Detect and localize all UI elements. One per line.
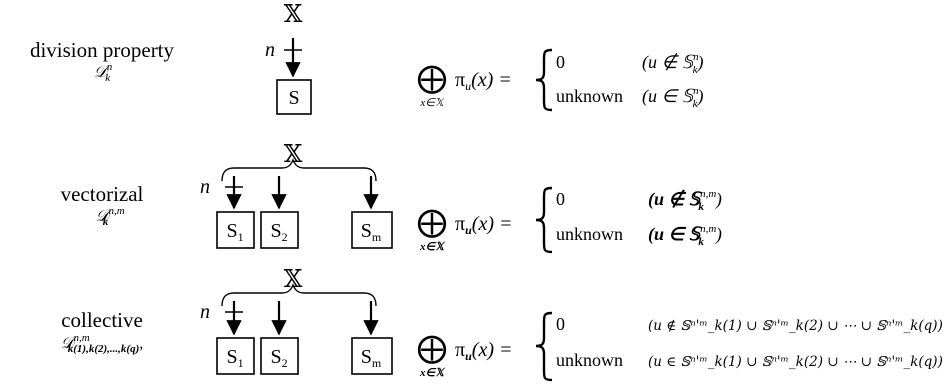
row2-brace bbox=[535, 186, 553, 254]
row2-pi: πu(x) = bbox=[455, 213, 513, 237]
row1-symbol: 𝒟nk bbox=[93, 61, 113, 84]
row3-oplus: ⨁ bbox=[417, 331, 447, 366]
row1-oplus: ⨁ bbox=[417, 61, 447, 96]
row3-box-s1 bbox=[216, 337, 255, 375]
row3-brace bbox=[535, 311, 553, 382]
row3-oplus-under: x∈𝕏 bbox=[419, 367, 446, 379]
row3-title: collective bbox=[61, 308, 143, 332]
row1-n-label: n bbox=[265, 39, 275, 61]
row3-case2-condition: (u ∈ 𝕊ⁿ'ᵐ_k(1) ∪ 𝕊ⁿ'ᵐ_k(2) ∪ ⋯ ∪ 𝕊ⁿ'ᵐ_k(… bbox=[648, 354, 943, 370]
row2-symbol: 𝒟n,mk bbox=[95, 205, 125, 228]
row2-set-label: 𝕏 bbox=[284, 140, 303, 168]
row2-overbrace bbox=[221, 158, 377, 182]
row2-case2-value: unknown bbox=[556, 224, 623, 244]
row1-set-label: 𝕏 bbox=[284, 0, 303, 28]
row1-brace bbox=[535, 48, 553, 112]
row2-n-label: n bbox=[200, 176, 210, 198]
row3-case1-condition: (u ∉ 𝕊ⁿ'ᵐ_k(1) ∪ 𝕊ⁿ'ᵐ_k(2) ∪ ⋯ ∪ 𝕊ⁿ'ᵐ_k(… bbox=[648, 318, 943, 334]
row2-case1-value: 0 bbox=[556, 189, 565, 209]
row2-box-sm bbox=[351, 211, 393, 249]
row1-case2-value: unknown bbox=[556, 86, 623, 106]
row3-box-s2 bbox=[260, 337, 299, 375]
row1-pi: πu(x) = bbox=[455, 69, 512, 93]
row3-box-s1-label: S1 bbox=[226, 346, 243, 370]
row3-n-label: n bbox=[200, 301, 210, 323]
row2-box-s1-label: S1 bbox=[226, 220, 243, 244]
row3-symbol: 𝒟n,mk(1),k(2),...,k(q), bbox=[60, 332, 144, 355]
row1-box-label: S bbox=[288, 87, 299, 109]
row2-title: vectorizal bbox=[60, 182, 144, 206]
row1-title: division property bbox=[29, 38, 175, 62]
row2-box-s2 bbox=[260, 211, 299, 249]
row2-oplus-under: x∈𝕏 bbox=[419, 241, 446, 253]
row1-oplus-under: x∈𝕏 bbox=[419, 97, 444, 109]
row2-box-s2-label: S2 bbox=[270, 220, 287, 244]
row3-box-sm-label: Sm bbox=[361, 346, 382, 370]
row3-set-label: 𝕏 bbox=[284, 265, 303, 293]
row3-pi: πu(x) = bbox=[455, 339, 513, 363]
row3-box-s2-label: S2 bbox=[270, 346, 287, 370]
row1-case1-value: 0 bbox=[556, 52, 565, 72]
row1-box-s bbox=[276, 79, 312, 115]
row3-case1-value: 0 bbox=[556, 314, 565, 334]
row2-oplus: ⨁ bbox=[417, 205, 447, 240]
row3-case2-value: unknown bbox=[556, 350, 623, 370]
row3-box-sm bbox=[351, 337, 393, 375]
row2-box-s1 bbox=[216, 211, 255, 249]
row2-box-sm-label: Sm bbox=[361, 220, 382, 244]
row3-overbrace bbox=[221, 283, 377, 307]
